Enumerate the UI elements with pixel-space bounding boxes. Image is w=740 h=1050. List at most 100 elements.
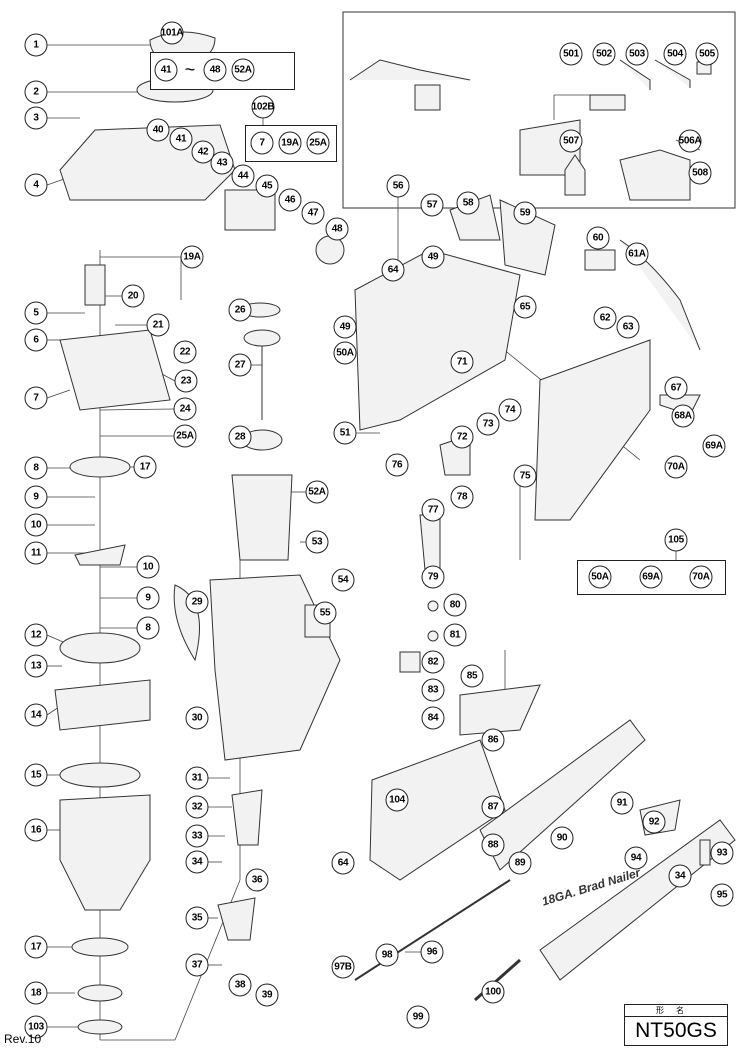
callout: 4 (24, 173, 48, 197)
callout: 49 (333, 315, 357, 339)
callout: 34 (185, 850, 209, 874)
callout: 102B (251, 95, 275, 119)
callout: 16 (24, 818, 48, 842)
callout: 25A (306, 131, 330, 155)
callout: 38 (228, 973, 252, 997)
callout: 20 (121, 284, 145, 308)
callout: 40 (146, 118, 170, 142)
callout: 502 (592, 42, 616, 66)
callout: 98 (375, 943, 399, 967)
callout: 90 (550, 826, 574, 850)
callout: 50A (333, 341, 357, 365)
callout: 45 (255, 174, 279, 198)
callout: 57 (420, 193, 444, 217)
callout: 44 (231, 164, 255, 188)
callout: 64 (381, 258, 405, 282)
callout: 101A (160, 21, 184, 45)
callout: 27 (228, 353, 252, 377)
callout: 34 (668, 864, 692, 888)
callout: 99 (406, 1005, 430, 1029)
callout: 37 (185, 953, 209, 977)
callout: 14 (24, 703, 48, 727)
callout: 53 (305, 530, 329, 554)
callout: 82 (421, 650, 445, 674)
accessories-frame (342, 11, 736, 209)
callout: 56 (386, 174, 410, 198)
callout: 81 (443, 623, 467, 647)
callout: 71 (450, 350, 474, 374)
callout: 31 (185, 766, 209, 790)
callout: 47 (301, 201, 325, 225)
callout: 17 (24, 935, 48, 959)
gasket-part (59, 632, 141, 664)
callout: 105 (664, 528, 688, 552)
callout: 506A (678, 129, 702, 153)
callout: 35 (185, 906, 209, 930)
callout: 503 (625, 42, 649, 66)
callout: 39 (255, 983, 279, 1007)
callout: 61A (625, 242, 649, 266)
callout: 97B (331, 955, 355, 979)
callout: 70A (689, 565, 713, 589)
callout: 501 (559, 42, 583, 66)
callout: 32 (185, 795, 209, 819)
callout: 22 (173, 340, 197, 364)
housing-part (59, 794, 151, 911)
callout: 93 (710, 841, 734, 865)
callout: 65 (513, 295, 537, 319)
range-symbol: ~ (184, 59, 196, 80)
callout: 58 (456, 191, 480, 215)
callout: 7 (250, 131, 274, 155)
callout: 11 (24, 541, 48, 565)
callout: 48 (203, 58, 227, 82)
callout: 2 (24, 80, 48, 104)
nose-part (369, 739, 506, 881)
revision-label: Rev.10 (4, 1032, 42, 1046)
model-number: NT50GS (635, 1019, 717, 1042)
cylinder-plate-part (59, 329, 171, 411)
callout: 103 (24, 1015, 48, 1039)
callout: 507 (559, 129, 583, 153)
callout: 87 (481, 795, 505, 819)
callout: 19A (278, 131, 302, 155)
callout: 505 (695, 42, 719, 66)
callout: 64 (331, 851, 355, 875)
callout: 68A (671, 404, 695, 428)
callout: 504 (663, 42, 687, 66)
callout: 92 (642, 810, 666, 834)
callout: 13 (24, 654, 48, 678)
callout: 83 (421, 678, 445, 702)
callout: 41 (169, 127, 193, 151)
callout: 67 (664, 376, 688, 400)
gasket-2-part (59, 762, 141, 788)
callout: 23 (174, 369, 198, 393)
callout: 73 (476, 412, 500, 436)
callout: 89 (508, 851, 532, 875)
case-part (619, 149, 691, 201)
callout: 10 (24, 513, 48, 537)
callout: 7 (24, 386, 48, 410)
magazine-part (479, 719, 646, 871)
callout: 28 (228, 425, 252, 449)
side-cover-part (534, 339, 651, 521)
callout: 96 (420, 940, 444, 964)
motor-frame-part (54, 679, 151, 731)
part-outlines (54, 31, 736, 1035)
callout: 21 (146, 313, 170, 337)
callout: 46 (278, 188, 302, 212)
callout: 5 (24, 301, 48, 325)
callout: 41 (154, 58, 178, 82)
callout: 52A (305, 480, 329, 504)
callout: 100 (481, 980, 505, 1004)
callout: 24 (173, 397, 197, 421)
callout: 54 (331, 568, 355, 592)
callout: 33 (185, 824, 209, 848)
callout: 69A (639, 565, 663, 589)
callout: 75 (513, 464, 537, 488)
callout: 42 (191, 140, 215, 164)
callout: 79 (421, 565, 445, 589)
model-box: 形名 NT50GS (624, 1004, 728, 1046)
callout: 91 (610, 791, 634, 815)
callout: 17 (133, 455, 157, 479)
callout: 508 (688, 161, 712, 185)
